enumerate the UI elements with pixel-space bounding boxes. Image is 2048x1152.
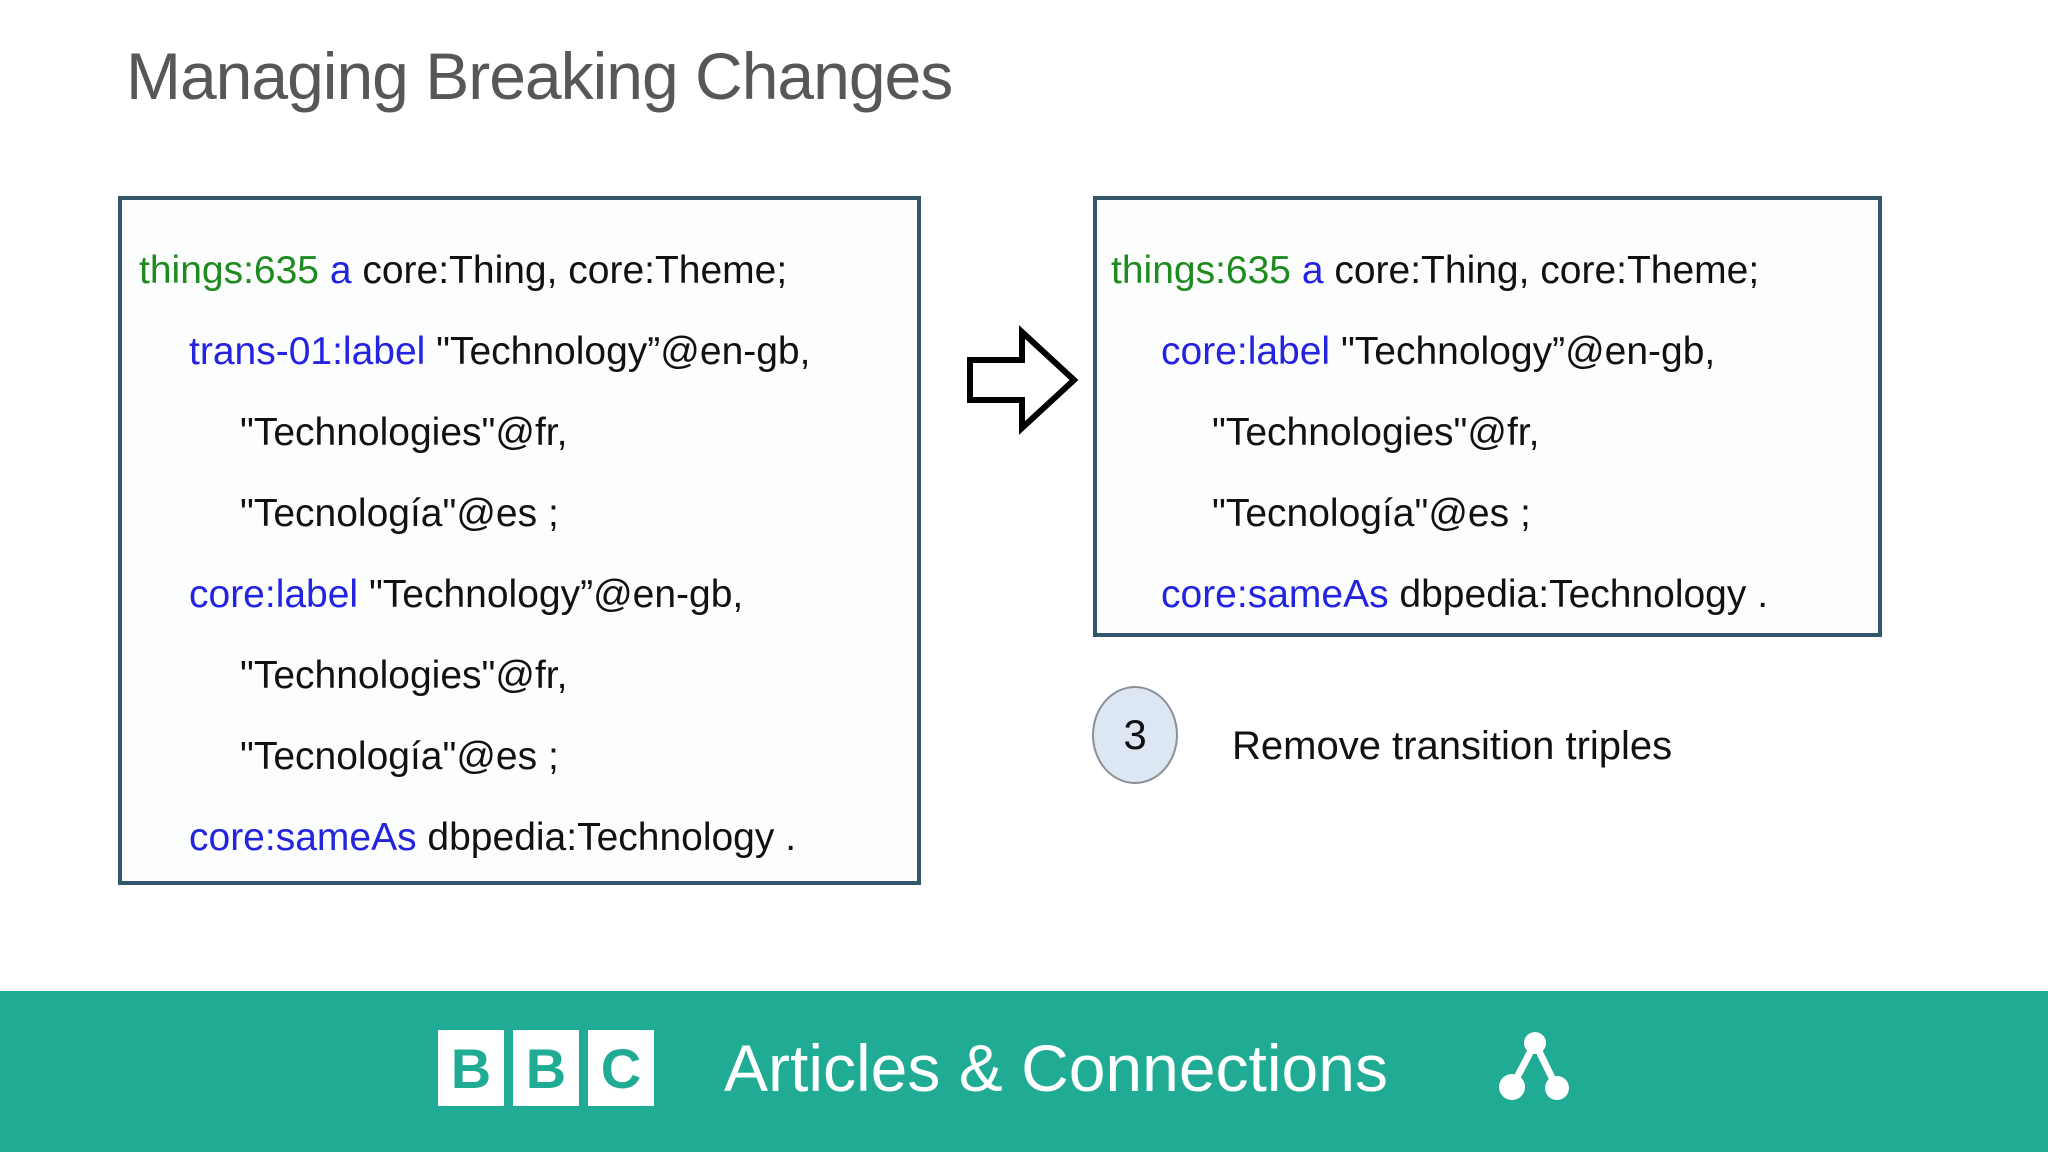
code-token: core:sameAs (1161, 573, 1389, 616)
bbc-logo-block: B (438, 1030, 504, 1106)
code-token: "Tecnología"@es ; (240, 492, 559, 535)
code-token: core:Thing, core:Theme; (1323, 249, 1760, 292)
code-token: a (1290, 249, 1324, 292)
code-token: "Tecnología"@es ; (1212, 492, 1531, 535)
code-line: trans-01:label "Technology”@en-gb, (139, 311, 907, 392)
code-token: "Technologies"@fr, (1212, 411, 1540, 454)
code-line: "Technologies"@fr, (139, 392, 907, 473)
code-line: things:635 a core:Thing, core:Theme; (139, 230, 907, 311)
code-token: a (318, 249, 352, 292)
step-label: Remove transition triples (1232, 724, 1673, 768)
code-line: "Tecnología"@es ; (139, 716, 907, 797)
code-line: core:label "Technology”@en-gb, (139, 554, 907, 635)
code-token: core:label (189, 573, 359, 616)
code-line: "Tecnología"@es ; (1111, 473, 1868, 554)
code-line: things:635 a core:Thing, core:Theme; (1111, 230, 1868, 311)
code-token: "Tecnología"@es ; (240, 735, 559, 778)
code-token: "Technology”@en-gb, (1330, 330, 1716, 373)
step-number-badge: 3 (1092, 686, 1178, 784)
footer-wordmark: Articles & Connections (724, 1031, 1388, 1105)
code-line: "Tecnología"@es ; (139, 473, 907, 554)
code-token: core:label (1161, 330, 1331, 373)
code-token: "Technology”@en-gb, (358, 573, 744, 616)
code-line: "Technologies"@fr, (139, 635, 907, 716)
code-box-after: things:635 a core:Thing, core:Theme;core… (1093, 196, 1882, 637)
code-token: dbpedia:Technology . (416, 816, 797, 859)
code-line: core:sameAs dbpedia:Technology . (1111, 554, 1868, 635)
code-line: core:label "Technology”@en-gb, (1111, 311, 1868, 392)
footer-bar: B B C Articles & Connections (0, 991, 2048, 1152)
bbc-logo-block: B (513, 1030, 579, 1106)
code-token: core:sameAs (189, 816, 417, 859)
code-line: core:sameAs dbpedia:Technology . (139, 797, 907, 878)
code-token: "Technology”@en-gb, (425, 330, 811, 373)
code-token: things:635 (1111, 249, 1291, 292)
connections-network-icon (1499, 1032, 1569, 1100)
code-token: "Technologies"@fr, (240, 411, 568, 454)
code-box-before: things:635 a core:Thing, core:Theme;tran… (118, 196, 921, 885)
code-token: trans-01:label (189, 330, 426, 373)
bbc-logo: B B C (438, 1030, 654, 1106)
code-token: core:Thing, core:Theme; (351, 249, 788, 292)
code-token: things:635 (139, 249, 319, 292)
page-title: Managing Breaking Changes (126, 39, 953, 113)
code-line: "Technologies"@fr, (1111, 392, 1868, 473)
step-number: 3 (1123, 711, 1147, 758)
code-token: dbpedia:Technology . (1388, 573, 1769, 616)
transform-arrow-icon (967, 325, 1079, 435)
bbc-logo-block: C (588, 1030, 654, 1106)
code-token: "Technologies"@fr, (240, 654, 568, 697)
